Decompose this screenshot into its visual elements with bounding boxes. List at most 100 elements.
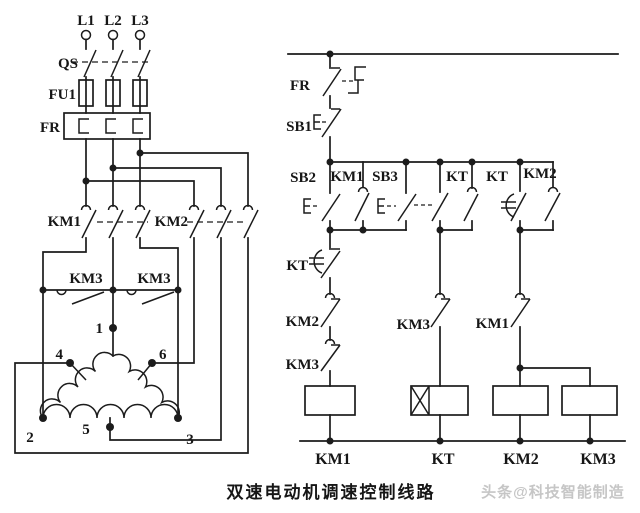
fu1-label: FU1	[49, 87, 77, 103]
fr-overload-contact: FR	[290, 53, 366, 109]
nc-contact-blade	[322, 67, 342, 97]
contact-blade	[397, 193, 417, 222]
km1-main-contacts: KM1	[48, 204, 151, 239]
coil-label-km1: KM1	[315, 451, 351, 468]
km1-nc-label: KM1	[476, 316, 509, 332]
no-contact	[354, 186, 370, 222]
qs-disconnect-switch: QS	[58, 49, 151, 78]
winding-side-bottom	[42, 403, 179, 419]
qs-label: QS	[58, 56, 78, 72]
power-wiring	[14, 76, 249, 454]
sb1-label: SB1	[286, 119, 312, 135]
terminal-label-4: 4	[56, 347, 64, 363]
contact-blade	[431, 192, 449, 222]
terminal-circle	[134, 29, 146, 41]
km2-coil-symbol	[492, 385, 549, 416]
coil-label-kt: KT	[431, 451, 454, 468]
fr-box	[63, 112, 151, 140]
km1-coil-symbol	[304, 385, 356, 416]
wire-to-terminal-6	[151, 237, 195, 364]
watermark-text: 头条@科技智能制造	[481, 483, 625, 501]
phase-label-l2: L2	[104, 13, 122, 29]
kt-delay-off-label: KT	[286, 258, 308, 274]
time-delay-symbol	[501, 193, 516, 218]
terminal-label-5: 5	[82, 422, 90, 438]
km3-label-a: KM3	[69, 271, 102, 287]
km1-coil-branch: KT KM2 KM3	[286, 229, 356, 442]
km3-nc-contact	[430, 292, 451, 328]
contact-hooks	[80, 204, 146, 211]
sb1-stop-button: SB1	[286, 108, 342, 163]
terminal-dot-4	[66, 359, 74, 367]
power-circuit: L1 L2 L3 QS FU1 FR	[14, 13, 259, 454]
terminal-label-3: 3	[186, 432, 194, 448]
terminal-circle	[107, 29, 119, 41]
switch-blades	[83, 49, 151, 78]
no-contact	[463, 186, 479, 222]
km1-seal-in-contact: KM1	[330, 161, 370, 231]
motor-delta-winding: 1 4 6 2 5 3	[26, 321, 194, 448]
terminal-dot-1	[109, 324, 117, 332]
kt-coil-x-mark	[410, 385, 430, 416]
contact-blades	[81, 209, 151, 239]
km2-main-contacts: KM2	[97, 204, 259, 239]
winding-side-right	[112, 353, 181, 419]
kt-instant-contact: KT	[446, 161, 479, 231]
control-circuit: FR SB1 SB2 KM1 SB3	[286, 50, 626, 468]
phase-label-l1: L1	[77, 13, 95, 29]
contact-hooks	[188, 204, 254, 211]
km1-label-power: KM1	[48, 214, 81, 230]
pushbutton-actuator	[313, 114, 321, 130]
contact-blades	[71, 291, 175, 305]
km2-label-power: KM2	[155, 214, 188, 230]
thermal-relay-fr-heaters: FR	[40, 112, 151, 140]
kt-coil-symbol	[410, 385, 469, 416]
sb2-label: SB2	[290, 170, 316, 186]
fr-heater-elements	[78, 118, 143, 134]
terminal-label-1: 1	[96, 321, 104, 337]
wire-to-terminal-3	[139, 237, 179, 419]
coil-name-labels: KM1 KT KM2 KM3	[315, 451, 616, 468]
actuator-link	[387, 204, 433, 207]
terminal-dot-5	[106, 423, 114, 431]
nc-contact-blade	[321, 108, 342, 138]
terminal-dot-6	[148, 359, 156, 367]
km2-feeder-wires	[85, 152, 249, 207]
km2-nc-label: KM2	[286, 314, 319, 330]
time-delay-symbol	[309, 249, 324, 274]
km3-coil-symbol	[561, 385, 618, 416]
fr-trip-indicator	[348, 66, 366, 94]
km2-seal-in-contact: KM2	[523, 161, 561, 231]
wire-to-terminal-2	[42, 237, 87, 419]
km2-seal-label: KM2	[523, 166, 556, 182]
contact-blade	[510, 192, 527, 222]
kt-no-label: KT	[446, 169, 468, 185]
fr-label-control: FR	[290, 78, 310, 94]
km3-nc-label-a: KM3	[286, 357, 319, 373]
km1-nc-contact	[510, 292, 531, 328]
km1-seal-label: KM1	[330, 169, 363, 185]
kt-coil-branch: KM3	[397, 229, 469, 442]
sb3-label: SB3	[372, 169, 398, 185]
km2-nc-contact	[320, 292, 341, 328]
no-contact-blade	[321, 193, 341, 222]
coil-label-km2: KM2	[503, 451, 539, 468]
sb3-high-speed-button: SB3	[372, 161, 433, 231]
kt-nc-contact	[320, 248, 341, 279]
km3-nc-label-b: KM3	[397, 317, 430, 333]
pushbutton-actuator	[377, 198, 385, 214]
wire-to-terminal-4	[14, 237, 249, 454]
kt-delayed-close-contact: KT	[486, 161, 527, 231]
km3-short-contacts: KM3 KM3	[42, 271, 179, 305]
diagram-caption: 双速电动机调速控制线路	[227, 482, 436, 502]
kt-delay-on-label: KT	[486, 169, 508, 185]
km3-nc-contact	[320, 338, 341, 372]
terminal-label-6: 6	[159, 347, 167, 363]
supply-terminals: L1 L2 L3	[77, 13, 149, 50]
fuses-fu1: FU1	[49, 79, 148, 107]
sb2-low-speed-button: SB2	[290, 161, 341, 231]
contact-hooks	[56, 289, 137, 296]
km3-label-b: KM3	[137, 271, 170, 287]
control-junction-dots	[326, 50, 594, 445]
